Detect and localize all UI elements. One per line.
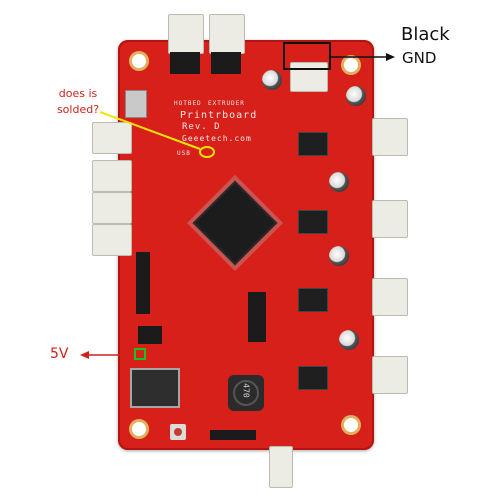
extruder-connector (209, 14, 245, 54)
5v-arrow-head (80, 351, 89, 359)
endstop-connector (92, 224, 132, 256)
extruder-terminal-block (211, 52, 241, 74)
capacitor (329, 246, 349, 266)
mount-hole (344, 418, 358, 432)
stepper-driver-chip (298, 210, 328, 234)
gnd-label: GND (402, 49, 437, 67)
motor-connector (372, 356, 408, 394)
pin-header (138, 326, 162, 344)
mount-hole (344, 58, 358, 72)
capacitor (346, 86, 366, 106)
hotbed-connector (168, 14, 204, 54)
endstop-connector (92, 160, 132, 192)
silk-hotbed-label: HOTBED (174, 100, 202, 107)
capacitor (339, 330, 359, 350)
silk-board-name: Printrboard (180, 110, 258, 121)
capacitor (262, 70, 282, 90)
silk-board-website: Geeetech.com (182, 134, 252, 143)
motor-connector (372, 278, 408, 316)
usb-port (125, 90, 147, 118)
solder-question-label: does is solded? (56, 87, 100, 116)
hotbed-terminal-block (170, 52, 200, 74)
power-connector (290, 62, 328, 92)
silk-usb-label: USB (177, 150, 191, 157)
black-label: Black (401, 24, 450, 45)
5v-highlight-box (134, 348, 146, 360)
silk-board-revision: Rev. D (182, 122, 221, 132)
motor-connector (372, 200, 408, 238)
stepper-driver-chip (298, 132, 328, 156)
solder-highlight-circle (199, 146, 215, 158)
inductor (228, 375, 264, 411)
solder-pointer-line (99, 111, 201, 150)
mount-hole (132, 54, 146, 68)
5v-label: 5V (50, 346, 69, 362)
sd-card-slot (130, 368, 180, 408)
pin-header (210, 430, 256, 440)
mount-hole (132, 422, 146, 436)
reset-button (170, 424, 186, 440)
silk-extruder-label: EXTRUDER (208, 100, 245, 107)
gnd-highlight-box (283, 42, 331, 70)
stepper-driver-chip (298, 288, 328, 312)
motor-connector (372, 118, 408, 156)
endstop-connector (92, 192, 132, 224)
capacitor (329, 172, 349, 192)
stepper-driver-chip (298, 366, 328, 390)
pin-header (136, 252, 150, 314)
gnd-arrow-head (386, 53, 395, 61)
bottom-connector (269, 446, 293, 488)
pin-header (248, 292, 266, 342)
endstop-connector (92, 122, 132, 154)
